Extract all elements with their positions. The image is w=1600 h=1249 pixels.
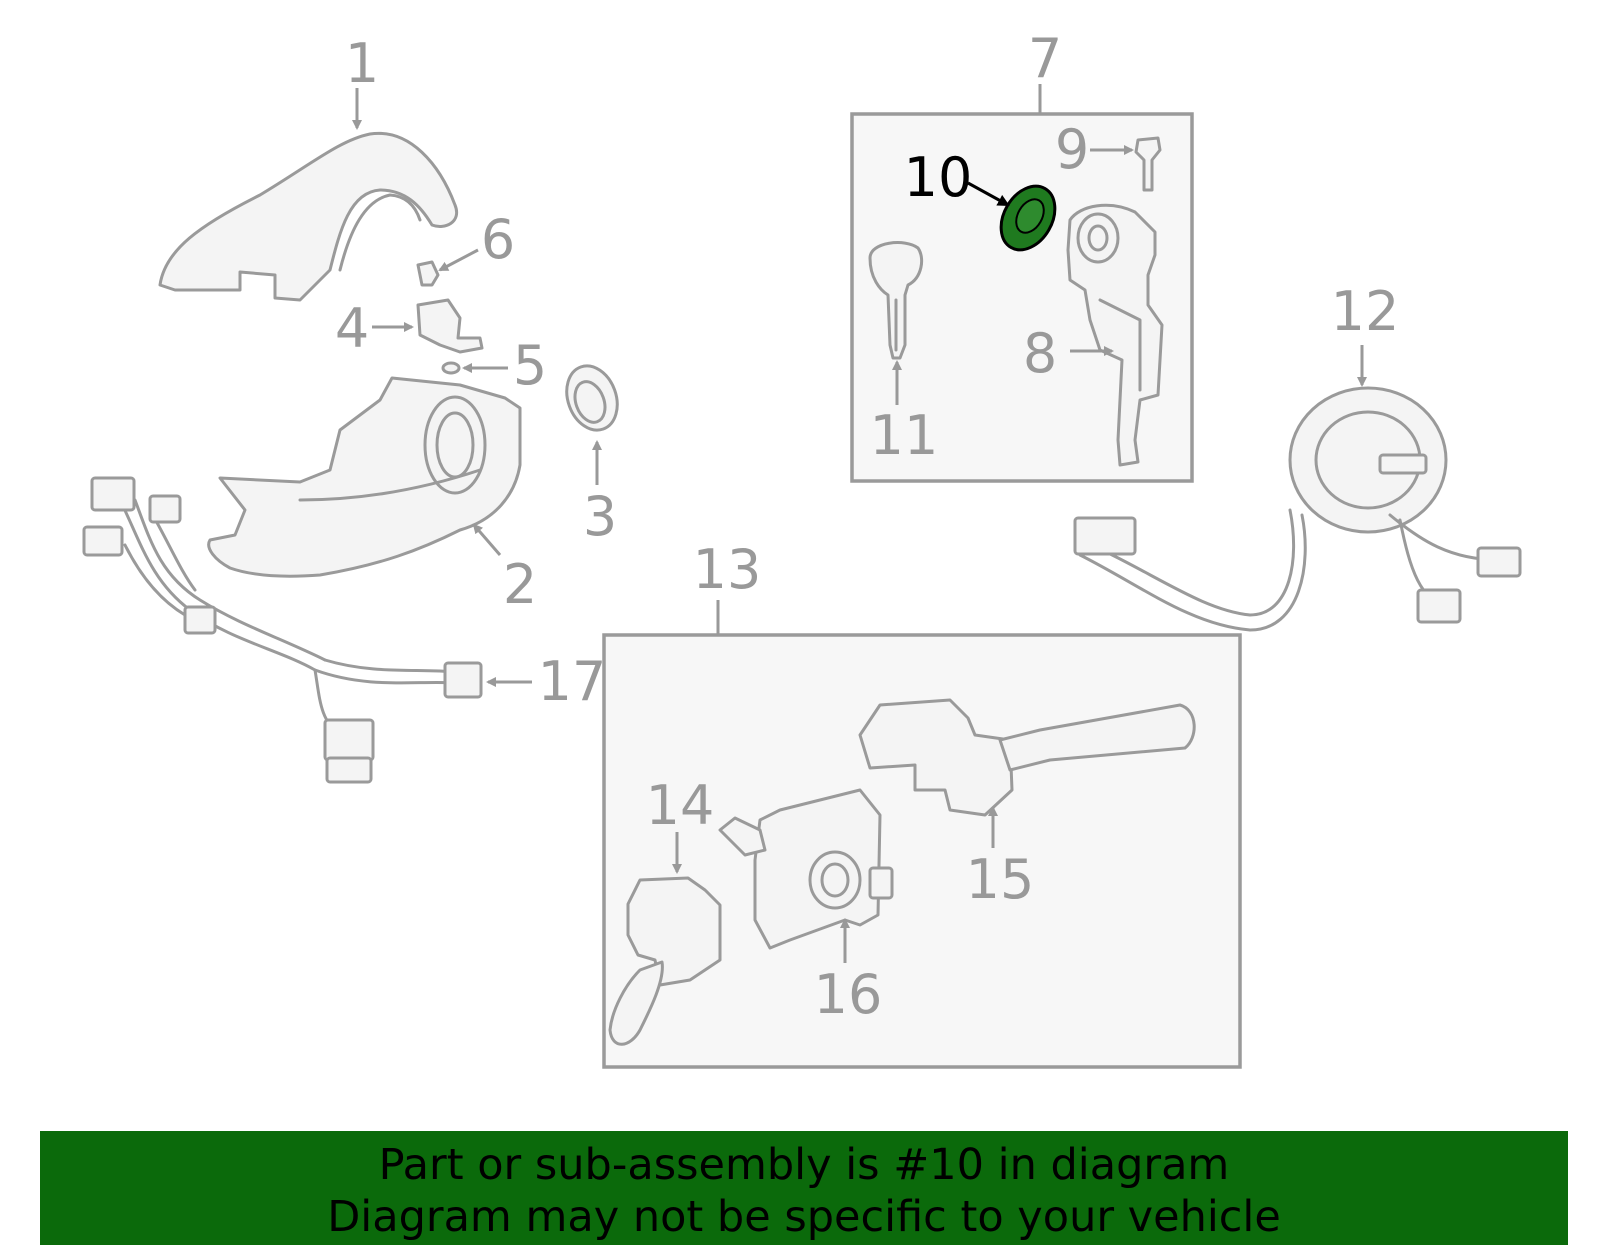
info-banner: Part or sub-assembly is #10 in diagram D… <box>40 1131 1568 1245</box>
leader-6 <box>438 248 479 272</box>
part-1-upper-column-cover[interactable] <box>158 131 459 302</box>
callout-7: 7 <box>1028 27 1062 90</box>
callout-12: 12 <box>1331 280 1400 343</box>
part-6-clip[interactable] <box>416 260 440 287</box>
callout-4: 4 <box>335 297 369 360</box>
banner-line-2: Diagram may not be specific to your vehi… <box>327 1192 1281 1242</box>
part-8-ignition-switch[interactable] <box>1066 203 1164 467</box>
part-2-lower-column-cover[interactable] <box>207 376 522 578</box>
part-9-bolt[interactable] <box>1134 136 1162 192</box>
callout-2: 2 <box>503 553 537 616</box>
callout-9: 9 <box>1055 118 1089 181</box>
callout-5: 5 <box>513 334 547 397</box>
callout-14: 14 <box>646 774 715 837</box>
callout-11: 11 <box>870 404 939 467</box>
part-16-switch-body[interactable] <box>718 788 894 950</box>
callout-17: 17 <box>538 650 607 713</box>
callout-6: 6 <box>481 208 515 271</box>
callout-16: 16 <box>814 963 883 1026</box>
leader-2 <box>472 523 502 556</box>
assembly-box-13 <box>602 633 1242 1069</box>
part-17-wire-harness[interactable] <box>82 476 483 784</box>
leader-10 <box>967 181 1010 207</box>
callout-8: 8 <box>1023 322 1057 385</box>
banner-line-1: Part or sub-assembly is #10 in diagram <box>378 1140 1230 1190</box>
part-11-key[interactable] <box>868 241 924 360</box>
callout-15: 15 <box>966 848 1035 911</box>
part-4-switch[interactable] <box>416 298 484 354</box>
part-12-clock-spring[interactable] <box>1073 386 1522 632</box>
callout-3: 3 <box>583 485 617 548</box>
callout-10: 10 <box>904 146 973 209</box>
part-3-grommet[interactable] <box>558 359 626 437</box>
callout-13: 13 <box>693 538 762 601</box>
part-15-combination-switch[interactable] <box>858 698 1196 817</box>
part-5-washer[interactable] <box>441 361 461 375</box>
callout-1: 1 <box>345 32 379 95</box>
part-14-combination-switch[interactable] <box>608 876 722 1046</box>
